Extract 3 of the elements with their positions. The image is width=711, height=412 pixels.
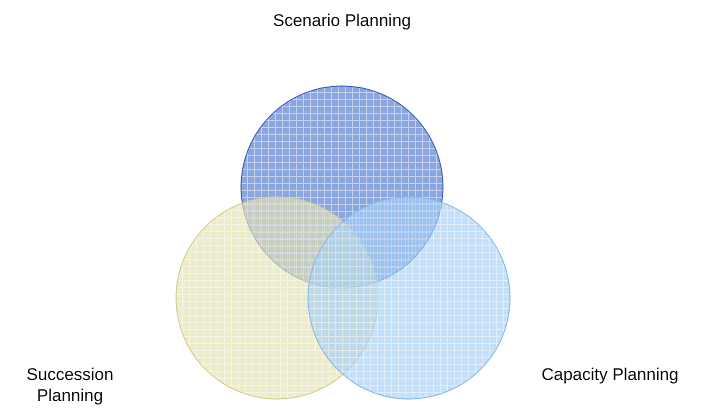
circle-label: Succession Planning — [26, 364, 114, 406]
circle-label: Scenario Planning — [272, 10, 412, 31]
circle-label: Capacity Planning — [540, 364, 680, 385]
